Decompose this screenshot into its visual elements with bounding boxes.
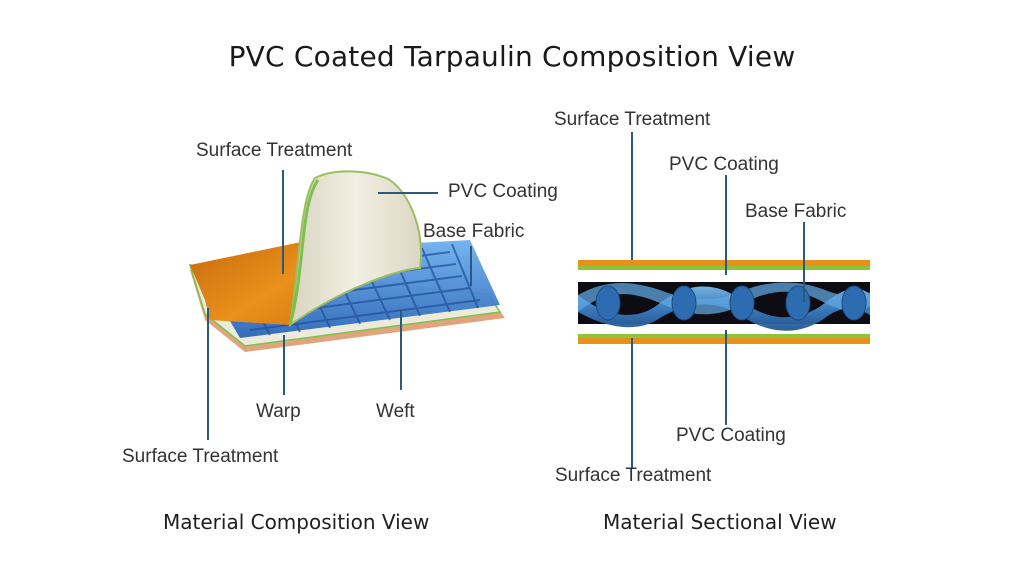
curled-pvc-sheet [288, 170, 422, 328]
leader-line [378, 192, 438, 194]
diagram-title: PVC Coated Tarpaulin Composition View [228, 40, 796, 73]
label-warp: Warp [256, 401, 301, 422]
leader-line [631, 132, 633, 260]
bottom-coating-bar [578, 334, 870, 344]
label-weft: Weft [376, 401, 415, 422]
caption-sectional-view: Material Sectional View [603, 510, 837, 534]
label-surface-treatment-bottom: Surface Treatment [122, 446, 279, 467]
label-surface-treatment: Surface Treatment [554, 109, 711, 130]
label-pvc-coating: PVC Coating [669, 154, 779, 175]
label-surface-treatment: Surface Treatment [196, 140, 353, 161]
label-pvc-coating: PVC Coating [448, 181, 558, 202]
leader-line [470, 246, 472, 286]
top-coating-bar [578, 260, 870, 270]
leader-line [803, 222, 805, 302]
leader-line [282, 170, 284, 274]
leader-line [631, 338, 633, 468]
leader-line [207, 308, 209, 440]
base-fabric-band [578, 282, 870, 331]
caption-composition-view: Material Composition View [163, 510, 430, 534]
label-base-fabric: Base Fabric [423, 221, 525, 242]
leader-line [400, 310, 402, 390]
label-surface-treatment-bottom: Surface Treatment [555, 465, 712, 486]
leader-line [725, 175, 727, 275]
label-base-fabric: Base Fabric [745, 201, 847, 222]
leader-line [725, 330, 727, 425]
label-pvc-coating-bottom: PVC Coating [676, 425, 786, 446]
leader-line [283, 335, 285, 395]
